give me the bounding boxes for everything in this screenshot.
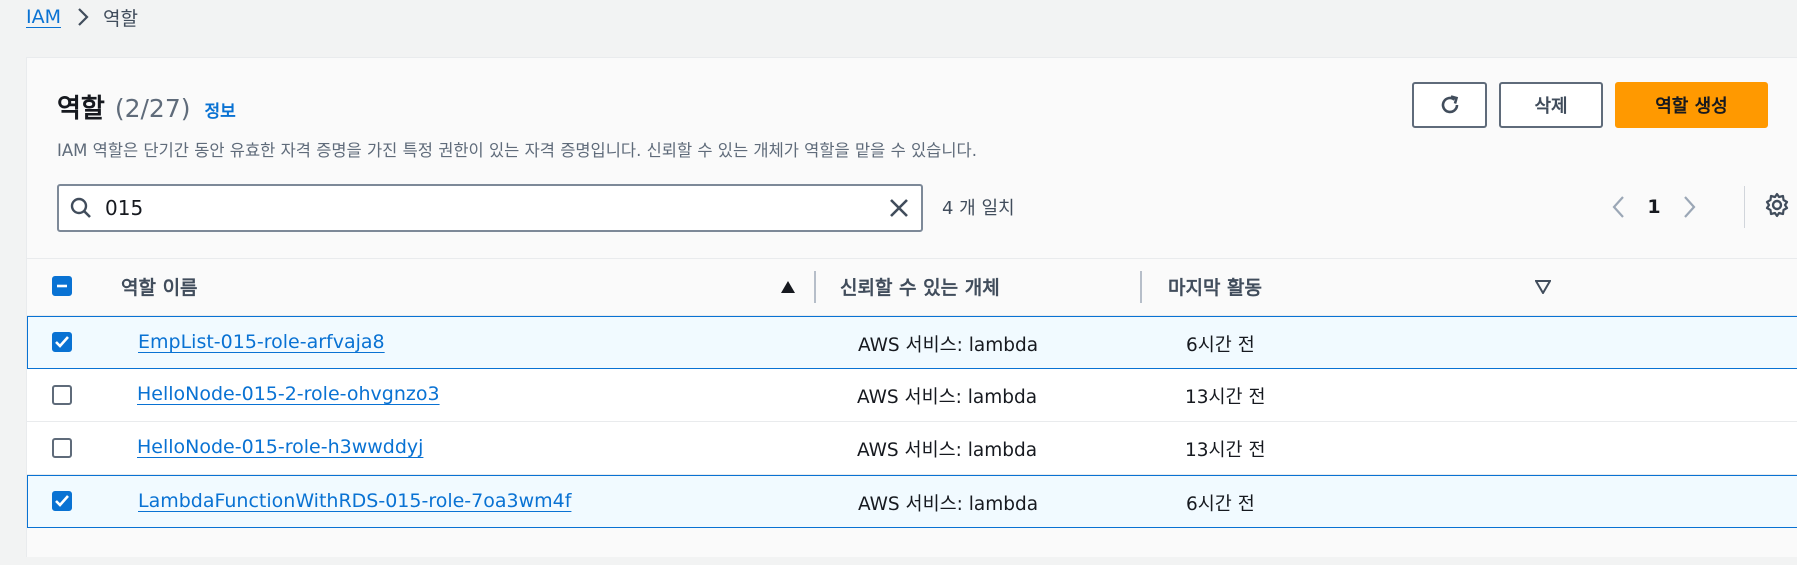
close-icon[interactable] <box>887 196 911 220</box>
page-description: IAM 역할은 단기간 동안 유효한 자격 증명을 가진 특정 권한이 있는 자… <box>57 141 977 160</box>
table-header: 역할 이름 신뢰할 수 있는 개체 마지막 활동 <box>27 258 1797 316</box>
table-row[interactable]: EmpList-015-role-arfvaja8 AWS 서비스: lambd… <box>27 316 1797 369</box>
page-number[interactable]: 1 <box>1647 196 1661 218</box>
minus-icon <box>56 280 68 292</box>
role-name-link[interactable]: LambdaFunctionWithRDS-015-role-7oa3wm4f <box>138 490 572 512</box>
column-divider[interactable] <box>1140 271 1142 303</box>
header-actions: 삭제 역할 생성 <box>1412 82 1768 128</box>
last-activity: 13시간 전 <box>1185 440 1266 461</box>
chevron-right-icon[interactable] <box>1669 192 1711 222</box>
table-row[interactable]: HelloNode-015-2-role-ohvgnzo3 AWS 서비스: l… <box>27 369 1797 422</box>
breadcrumb-iam-link[interactable]: IAM <box>26 6 61 28</box>
row-checkbox[interactable] <box>52 385 72 405</box>
checkmark-icon <box>55 336 69 348</box>
table-row[interactable]: LambdaFunctionWithRDS-015-role-7oa3wm4f … <box>27 475 1797 528</box>
last-activity: 13시간 전 <box>1185 387 1266 408</box>
search-field <box>57 184 923 232</box>
refresh-button[interactable] <box>1412 82 1487 128</box>
selection-count: (2/27) <box>114 94 191 123</box>
panel-header: 역할 (2/27) 정보 <box>57 88 236 125</box>
roles-panel: 역할 (2/27) 정보 IAM 역할은 단기간 동안 유효한 자격 증명을 가… <box>26 57 1797 557</box>
divider <box>1744 186 1745 228</box>
role-name-link[interactable]: HelloNode-015-2-role-ohvgnzo3 <box>137 383 440 405</box>
table-row[interactable]: HelloNode-015-role-h3wwddyj AWS 서비스: lam… <box>27 422 1797 475</box>
column-last-activity[interactable]: 마지막 활동 <box>1168 277 1263 299</box>
column-trusted-entity[interactable]: 신뢰할 수 있는 개체 <box>840 277 1000 299</box>
trusted-entity: AWS 서비스: lambda <box>857 387 1038 408</box>
chevron-right-icon <box>77 7 89 27</box>
checkmark-icon <box>55 495 69 507</box>
info-link[interactable]: 정보 <box>204 102 236 122</box>
sort-descending-icon[interactable] <box>1535 280 1551 294</box>
last-activity: 6시간 전 <box>1186 494 1255 515</box>
page-title: 역할 <box>57 94 105 124</box>
row-checkbox[interactable] <box>52 438 72 458</box>
last-activity: 6시간 전 <box>1186 335 1255 356</box>
gear-icon[interactable] <box>1764 192 1790 218</box>
role-name-link[interactable]: EmpList-015-role-arfvaja8 <box>138 331 385 353</box>
create-role-button[interactable]: 역할 생성 <box>1615 82 1768 128</box>
refresh-icon <box>1438 93 1462 117</box>
column-divider[interactable] <box>814 271 816 303</box>
trusted-entity: AWS 서비스: lambda <box>857 440 1038 461</box>
row-checkbox[interactable] <box>52 491 72 511</box>
breadcrumb-current: 역할 <box>103 7 138 30</box>
sort-ascending-icon[interactable] <box>780 280 796 294</box>
chevron-left-icon[interactable] <box>1597 192 1639 222</box>
match-count: 4 개 일치 <box>942 198 1015 219</box>
breadcrumb: IAM 역할 <box>26 4 138 30</box>
row-checkbox[interactable] <box>52 332 72 352</box>
pagination: 1 <box>1597 192 1711 222</box>
delete-button[interactable]: 삭제 <box>1499 82 1603 128</box>
select-all-checkbox[interactable] <box>52 276 72 296</box>
column-role-name[interactable]: 역할 이름 <box>121 277 198 299</box>
trusted-entity: AWS 서비스: lambda <box>858 494 1039 515</box>
trusted-entity: AWS 서비스: lambda <box>858 335 1039 356</box>
search-input[interactable] <box>105 196 865 220</box>
search-icon <box>69 196 93 220</box>
role-name-link[interactable]: HelloNode-015-role-h3wwddyj <box>137 436 424 458</box>
